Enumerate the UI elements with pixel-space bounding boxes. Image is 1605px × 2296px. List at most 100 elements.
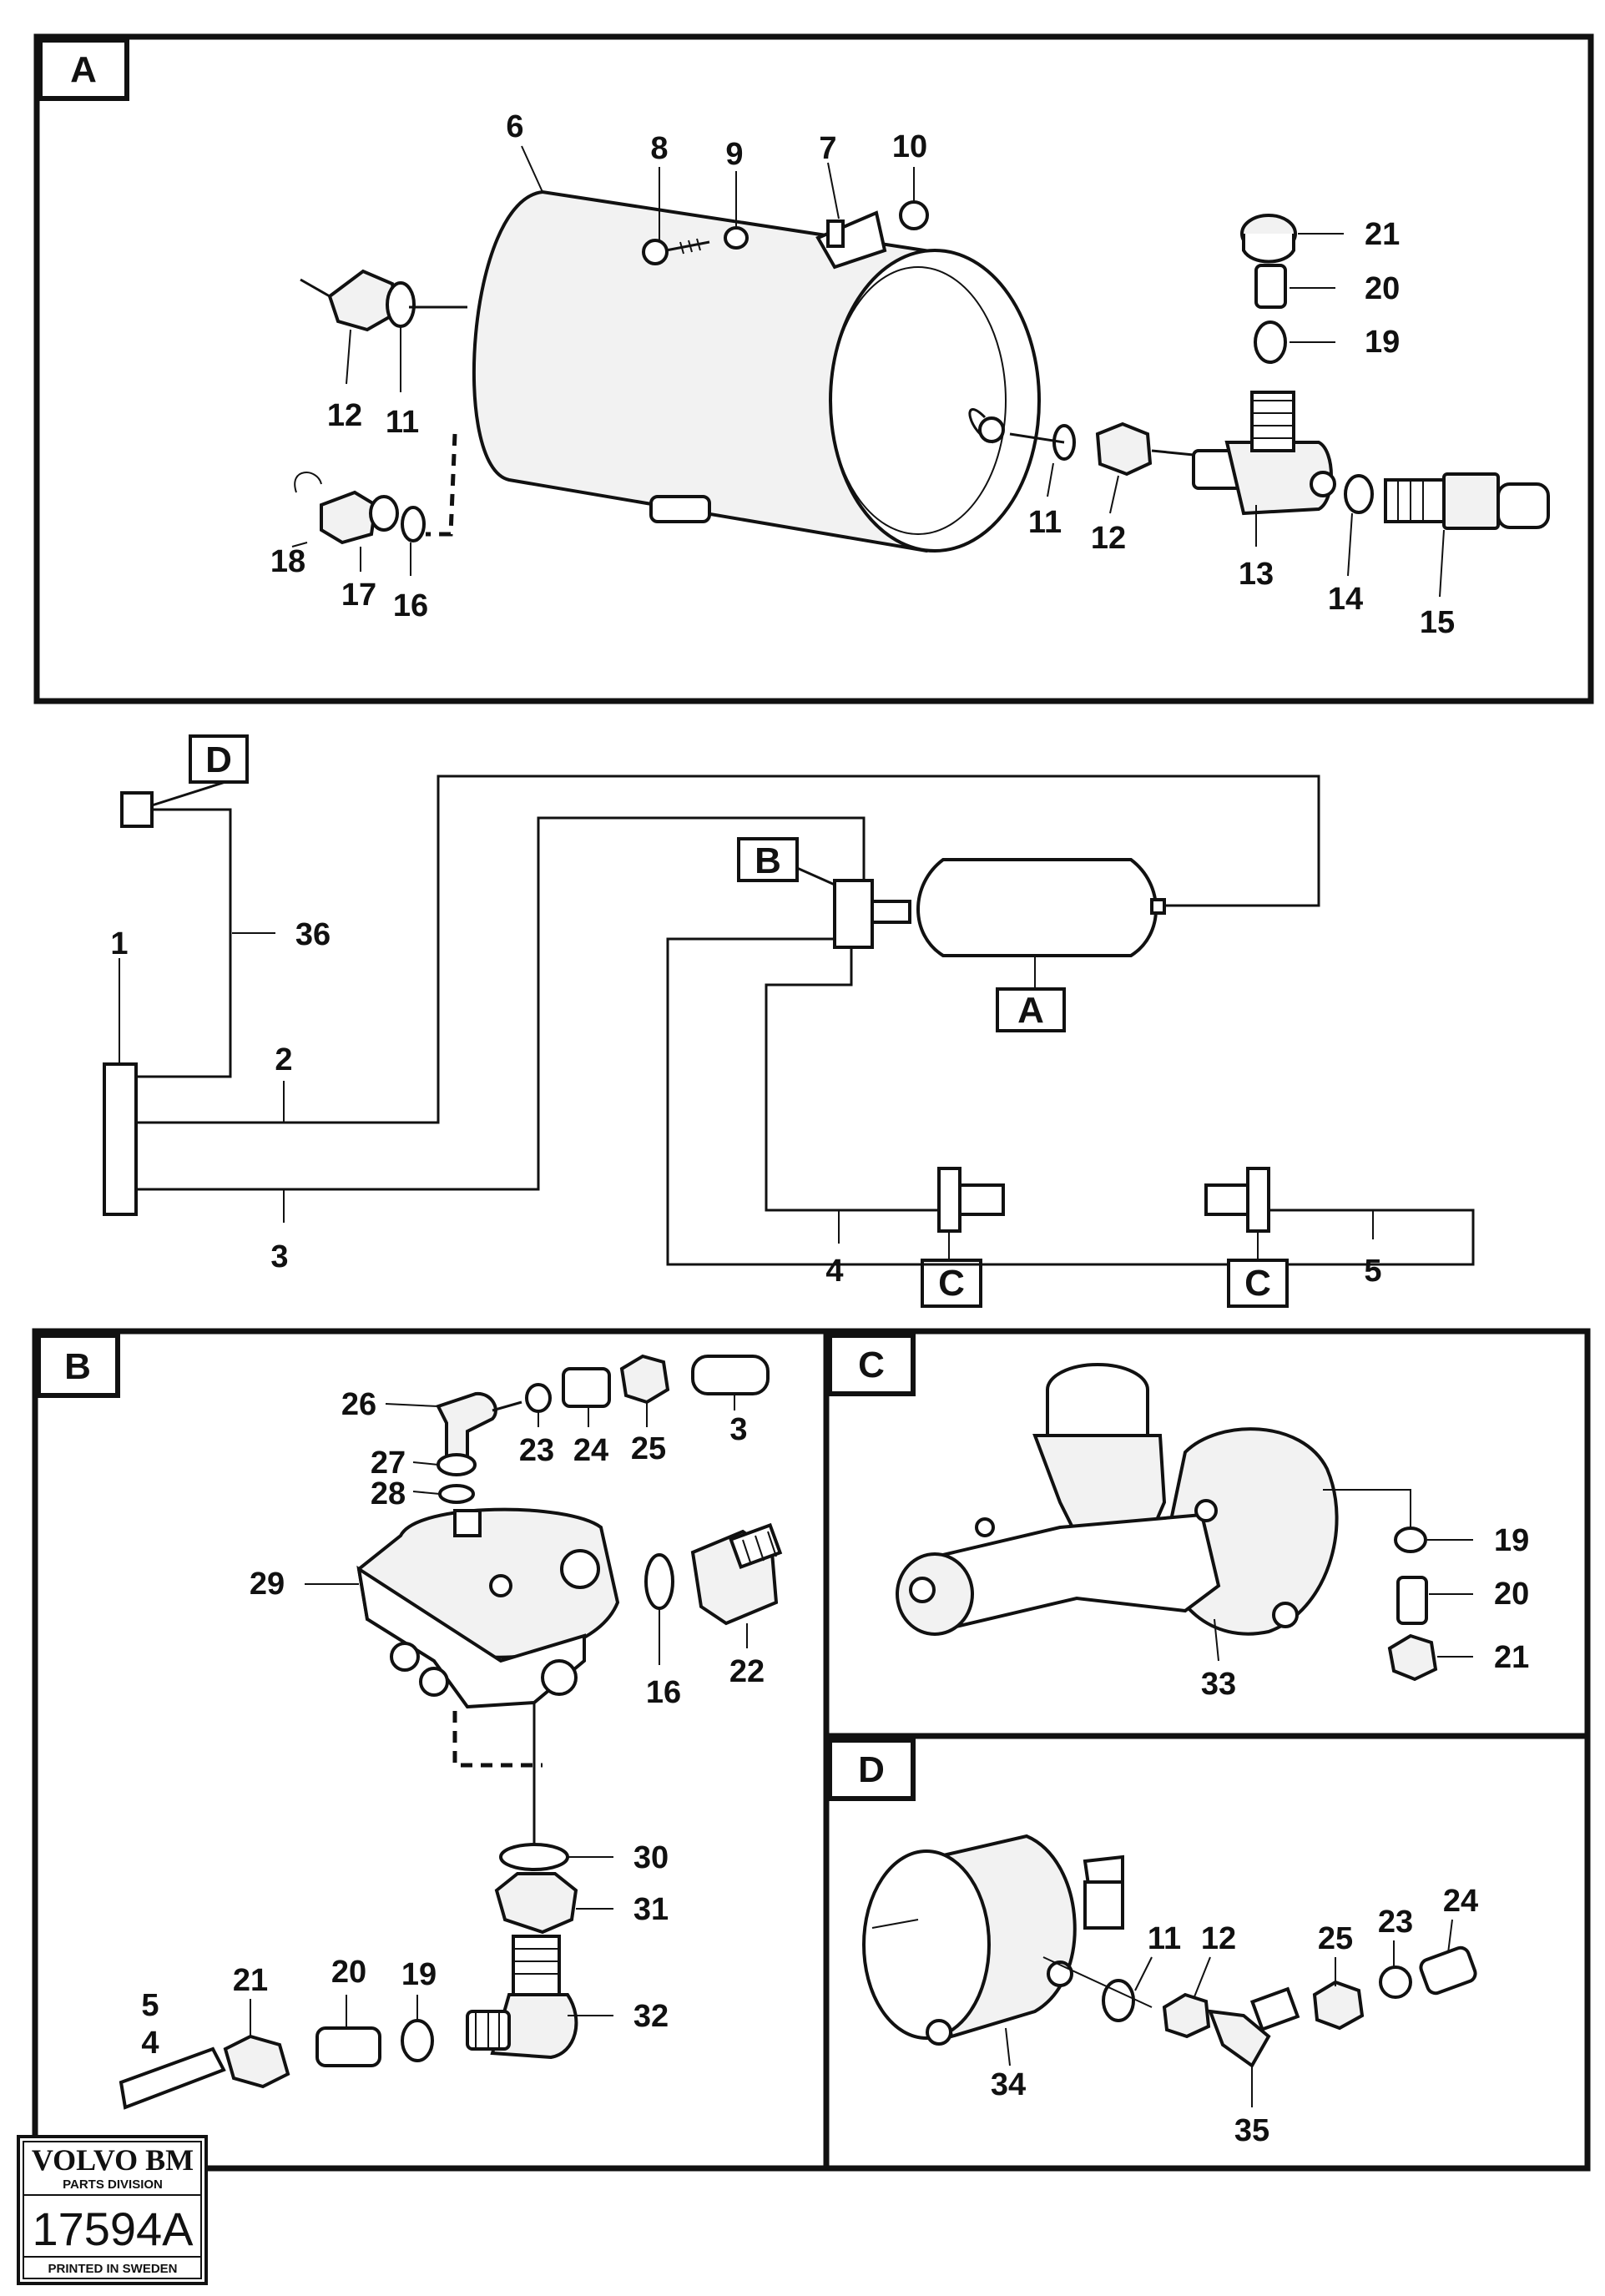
seal-ring-16-b — [644, 1553, 674, 1610]
panel-b-labels: 26 23 24 25 3 27 28 29 22 16 30 31 32 5 … — [141, 1387, 765, 2061]
label-29: 29 — [250, 1567, 285, 1602]
panel-b-letter: B — [64, 1346, 91, 1387]
stamp-printed: PRINTED IN SWEDEN — [48, 2262, 177, 2276]
valve-body-29 — [356, 1507, 620, 1709]
tank-symbol — [916, 858, 1158, 957]
ferrule-23-b — [525, 1383, 552, 1413]
label-3: 3 — [270, 1239, 288, 1274]
washer-27 — [437, 1453, 477, 1476]
line-3 — [136, 816, 866, 1191]
panel-b-leaders — [250, 1394, 748, 2036]
line-5 — [666, 937, 1475, 1266]
schematic-letter-d: D — [205, 739, 232, 780]
nut-21-b — [223, 2034, 290, 2089]
master-cylinder-33 — [896, 1363, 1339, 1636]
label-24-d: 24 — [1443, 1884, 1478, 1919]
label-21-c: 21 — [1494, 1640, 1529, 1675]
sleeve-20-c — [1396, 1576, 1428, 1625]
component-1 — [103, 1062, 138, 1216]
label-5-b: 5 — [141, 1988, 159, 2023]
label-33: 33 — [1201, 1667, 1236, 1702]
nut-25-b — [619, 1354, 670, 1405]
seal-ring-14 — [1344, 474, 1374, 514]
elbow-26 — [436, 1391, 522, 1458]
washer — [724, 226, 749, 250]
label-20-b: 20 — [331, 1955, 366, 1990]
nut-25-d — [1312, 1980, 1365, 2031]
label-5: 5 — [1364, 1254, 1381, 1289]
panel-c-leaders — [1214, 1539, 1473, 1662]
label-1: 1 — [110, 926, 128, 961]
label-19-c: 19 — [1494, 1523, 1529, 1558]
component-d — [120, 791, 154, 828]
panel-d-letter: D — [858, 1749, 885, 1790]
label-26: 26 — [341, 1387, 376, 1422]
brake-cylinder-34 — [862, 1834, 1124, 2046]
callout-box-c-right — [1227, 1259, 1289, 1308]
panel-d-leaders — [1005, 1919, 1453, 2107]
nut — [899, 200, 929, 230]
label-2: 2 — [275, 1042, 292, 1077]
schematic-letter-c-right: C — [1244, 1263, 1271, 1304]
panel-c-letter: C — [858, 1345, 885, 1385]
ferrule-19-c — [1394, 1526, 1427, 1553]
label-22: 22 — [729, 1654, 765, 1689]
label-13: 13 — [1239, 557, 1274, 592]
label-23-d: 23 — [1378, 1905, 1413, 1940]
quick-coupling — [1384, 472, 1550, 530]
label-14: 14 — [1328, 582, 1363, 617]
bolt — [642, 238, 710, 265]
panel-d-tab — [827, 1738, 916, 1801]
sleeve-24-b — [562, 1367, 611, 1408]
label-25-b: 25 — [631, 1431, 666, 1466]
label-23-b: 23 — [519, 1433, 554, 1468]
label-21-top: 21 — [1365, 217, 1400, 252]
nut-31 — [494, 1872, 578, 1935]
label-19-top: 19 — [1365, 325, 1400, 360]
sleeve-20-b — [315, 2026, 381, 2067]
dashed-connection-b — [452, 1711, 543, 1768]
sleeve-24-d — [1419, 1945, 1477, 1996]
pipe-4-5 — [119, 2046, 226, 2110]
label-34: 34 — [991, 2067, 1026, 2102]
label-18: 18 — [270, 544, 305, 579]
label-11-left: 11 — [386, 405, 419, 440]
label-7: 7 — [819, 131, 836, 166]
label-25-d: 25 — [1318, 1921, 1353, 1956]
ferrule-19-b — [401, 2019, 434, 2062]
component-b — [833, 879, 874, 949]
air-tank — [472, 189, 1041, 553]
label-17: 17 — [341, 578, 376, 613]
label-9: 9 — [725, 137, 743, 172]
line-4 — [765, 947, 939, 1212]
label-19-b: 19 — [401, 1957, 437, 1992]
label-11-right: 11 — [1028, 505, 1062, 540]
label-4-b: 4 — [141, 2026, 159, 2061]
line-2 — [136, 775, 1320, 1124]
schematic-letter-a: A — [1017, 990, 1044, 1031]
lower-frame — [32, 1328, 1591, 2172]
panel-c: C 19 20 21 33 — [826, 1333, 1587, 1739]
label-21-b: 21 — [233, 1963, 268, 1998]
label-36: 36 — [295, 917, 331, 952]
callout-box-d — [189, 734, 249, 784]
panel-a-frame — [33, 33, 1594, 704]
panel-a: A — [33, 33, 1594, 704]
stamp-brand: VOLVO BM — [32, 2143, 194, 2177]
system-schematic: D 36 1 2 3 B A C 4 — [103, 734, 1475, 1308]
washer-28 — [438, 1484, 475, 1504]
label-20-c: 20 — [1494, 1577, 1529, 1612]
label-8: 8 — [650, 131, 668, 166]
nut-12-left — [300, 269, 399, 332]
schematic-letter-c-left: C — [938, 1263, 965, 1304]
valve-c-left — [937, 1167, 961, 1233]
label-4: 4 — [825, 1254, 843, 1289]
nut-12-d — [1162, 1992, 1211, 2039]
label-12-d: 12 — [1201, 1921, 1236, 1956]
callout-box-a — [996, 987, 1066, 1032]
ferrule-19-top — [1254, 320, 1287, 364]
callout-box-b — [737, 837, 799, 882]
label-35: 35 — [1234, 2113, 1269, 2148]
label-6: 6 — [506, 109, 523, 144]
